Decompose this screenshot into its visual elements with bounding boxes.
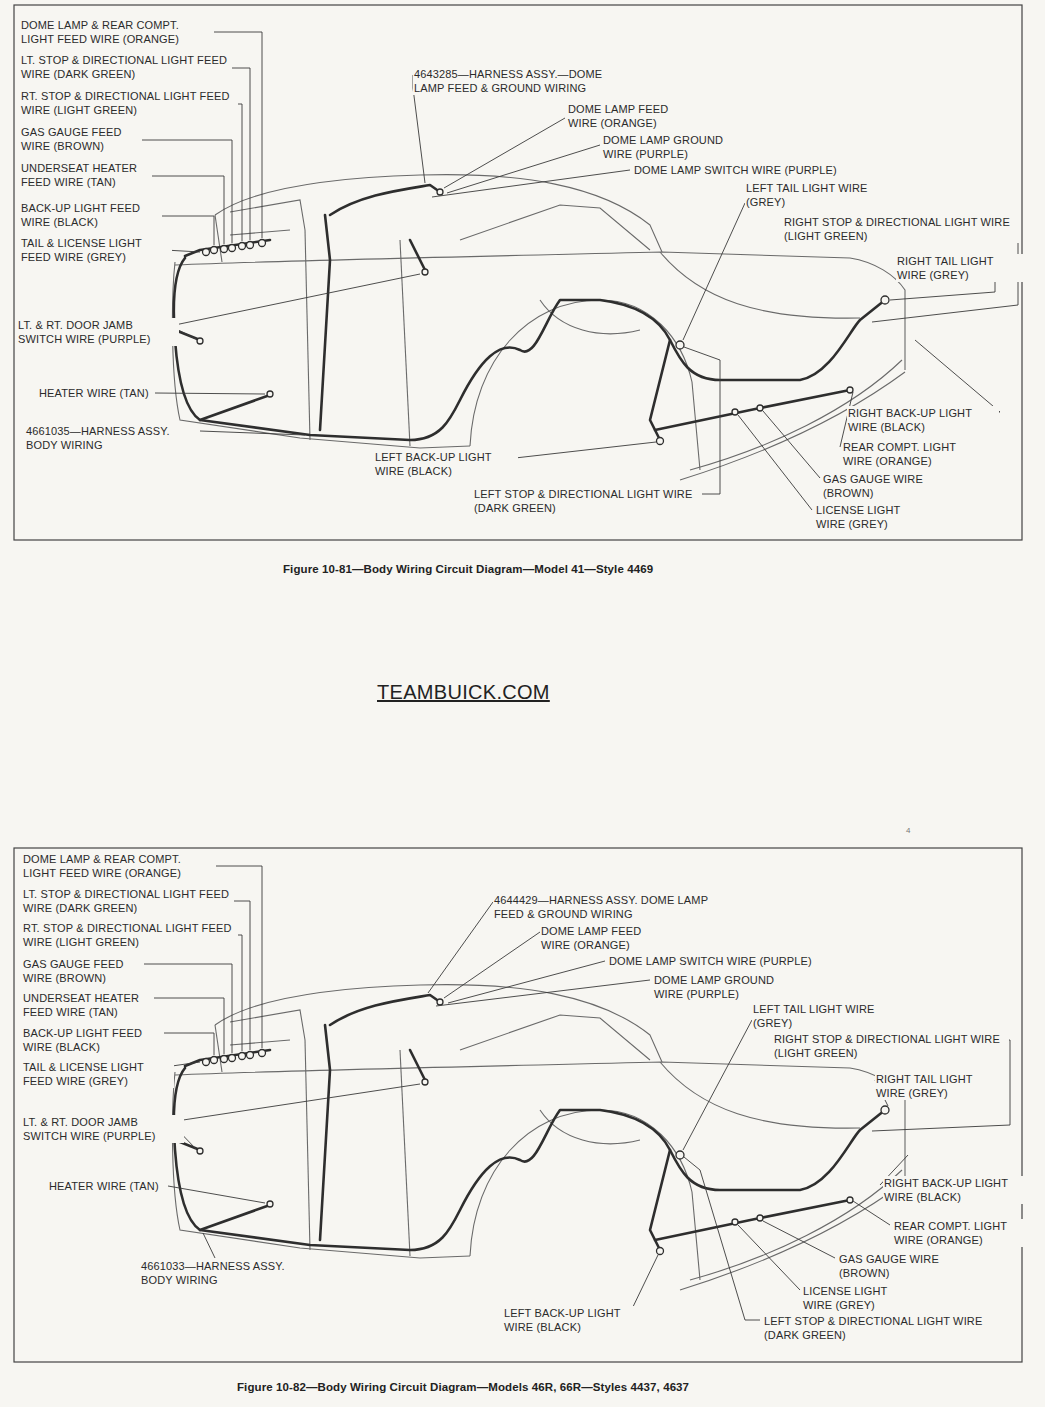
wire-label: LEFT STOP & DIRECTIONAL LIGHT WIRE (DARK… [763, 1314, 992, 1342]
leader-line [447, 145, 600, 193]
page-mark: 4 [905, 826, 912, 836]
wire-label: RIGHT TAIL LIGHT WIRE (GREY) [875, 1072, 1003, 1100]
wire-label: DOME LAMP FEED WIRE (ORANGE) [540, 924, 660, 952]
figure-frame [14, 848, 1022, 1362]
leader-lines [140, 32, 1018, 1320]
wire-label: UNDERSEAT HEATER FEED WIRE (TAN) [22, 991, 154, 1019]
wire-label: 4644429—HARNESS ASSY. DOME LAMP FEED & G… [493, 893, 713, 921]
car-body [172, 985, 905, 1290]
wire-label: LT. & RT. DOOR JAMB SWITCH WIRE (PURPLE) [17, 318, 179, 346]
wire-label: RIGHT BACK-UP LIGHT WIRE (BLACK) [883, 1176, 1035, 1204]
leader-line [630, 1255, 658, 1313]
wire-label: GAS GAUGE FEED WIRE (BROWN) [22, 957, 144, 985]
wire-label: DOME LAMP GROUND WIRE (PURPLE) [602, 133, 736, 161]
leader-line [168, 1186, 265, 1203]
wire-label: DOME LAMP FEED WIRE (ORANGE) [567, 102, 687, 130]
wire-label: RIGHT STOP & DIRECTIONAL LIGHT WIRE (LIG… [773, 1032, 1009, 1060]
wire-label: DOME LAMP SWITCH WIRE (PURPLE) [633, 163, 838, 177]
watermark: TEAMBUICK.COM [376, 680, 551, 704]
figure-frame [14, 5, 1022, 540]
leader-line [238, 104, 242, 241]
wire-label: 4643285—HARNESS ASSY.—DOME LAMP FEED & G… [413, 67, 633, 95]
leader-line [155, 393, 265, 394]
wire-label: HEATER WIRE (TAN) [38, 386, 150, 400]
wire-label: BACK-UP LIGHT FEED WIRE (BLACK) [22, 1026, 164, 1054]
leader-line [170, 1084, 420, 1122]
wire-label: LT. & RT. DOOR JAMB SWITCH WIRE (PURPLE) [22, 1115, 184, 1143]
leader-line [684, 347, 720, 494]
wire-label: GAS GAUGE WIRE (BROWN) [822, 472, 924, 500]
leader-line [238, 935, 242, 1051]
wire-label: LEFT TAIL LIGHT WIRE (GREY) [752, 1002, 878, 1030]
leader-line [448, 961, 605, 1003]
wire-label: TAIL & LICENSE LIGHT FEED WIRE (GREY) [20, 236, 172, 264]
leader-line [763, 411, 820, 478]
leader-line [763, 1221, 835, 1258]
wire-label: DOME LAMP & REAR COMPT. LIGHT FEED WIRE … [22, 852, 216, 880]
wire-label: REAR COMPT. LIGHT WIRE (ORANGE) [842, 440, 981, 468]
leader-line [684, 1157, 760, 1320]
wire-label: RIGHT TAIL LIGHT WIRE (GREY) [896, 254, 1024, 282]
wire-label: LT. STOP & DIRECTIONAL LIGHT FEED WIRE (… [20, 53, 232, 81]
wire-label: RIGHT STOP & DIRECTIONAL LIGHT WIRE (LIG… [783, 215, 1019, 243]
leader-line [738, 415, 812, 510]
wire-label: LT. STOP & DIRECTIONAL LIGHT FEED WIRE (… [22, 887, 234, 915]
leader-line [203, 1233, 215, 1258]
leader-line [428, 902, 493, 993]
wire-label: LEFT STOP & DIRECTIONAL LIGHT WIRE (DARK… [473, 487, 702, 515]
wire-label: DOME LAMP & REAR COMPT. LIGHT FEED WIRE … [20, 18, 214, 46]
leader-line [436, 980, 650, 1006]
wire-label: TAIL & LICENSE LIGHT FEED WIRE (GREY) [22, 1060, 174, 1088]
leader-line [432, 170, 630, 197]
wire-label: GAS GAUGE WIRE (BROWN) [838, 1252, 940, 1280]
leader-line [738, 1225, 800, 1290]
wire-label: DOME LAMP GROUND WIRE (PURPLE) [653, 973, 787, 1001]
wire-label: UNDERSEAT HEATER FEED WIRE (TAN) [20, 161, 152, 189]
wire-label: GAS GAUGE FEED WIRE (BROWN) [20, 125, 142, 153]
leader-line [444, 932, 540, 998]
wire-label: HEATER WIRE (TAN) [48, 1179, 160, 1193]
wire-label: REAR COMPT. LIGHT WIRE (ORANGE) [893, 1219, 1032, 1247]
wire-label: DOME LAMP SWITCH WIRE (PURPLE) [608, 954, 813, 968]
leader-line [444, 118, 565, 188]
wire-label: 4661033—HARNESS ASSY. BODY WIRING [140, 1259, 314, 1287]
figure-caption: Figure 10-82—Body Wiring Circuit Diagram… [236, 1380, 690, 1394]
wire-label: LICENSE LIGHT WIRE (GREY) [802, 1284, 910, 1312]
wire-label: RT. STOP & DIRECTIONAL LIGHT FEED WIRE (… [22, 921, 236, 949]
leader-line [200, 431, 305, 435]
wire-label: RIGHT BACK-UP LIGHT WIRE (BLACK) [847, 406, 999, 434]
wire-label: RT. STOP & DIRECTIONAL LIGHT FEED WIRE (… [20, 89, 234, 117]
leader-line [683, 1020, 752, 1150]
leader-line [915, 340, 1000, 412]
wire-label: LEFT TAIL LIGHT WIRE (GREY) [745, 181, 871, 209]
wire-label: 4661035—HARNESS ASSY. BODY WIRING [25, 424, 199, 452]
leader-line [683, 203, 745, 340]
figure-caption: Figure 10-81—Body Wiring Circuit Diagram… [282, 562, 654, 576]
wire-label: LICENSE LIGHT WIRE (GREY) [815, 503, 923, 531]
wire-label: LEFT BACK-UP LIGHT WIRE (BLACK) [374, 450, 518, 478]
leader-line [853, 1201, 890, 1225]
wire-label: LEFT BACK-UP LIGHT WIRE (BLACK) [503, 1306, 647, 1334]
leader-line [170, 274, 420, 326]
leader-line [515, 442, 656, 458]
wire-label: BACK-UP LIGHT FEED WIRE (BLACK) [20, 201, 162, 229]
